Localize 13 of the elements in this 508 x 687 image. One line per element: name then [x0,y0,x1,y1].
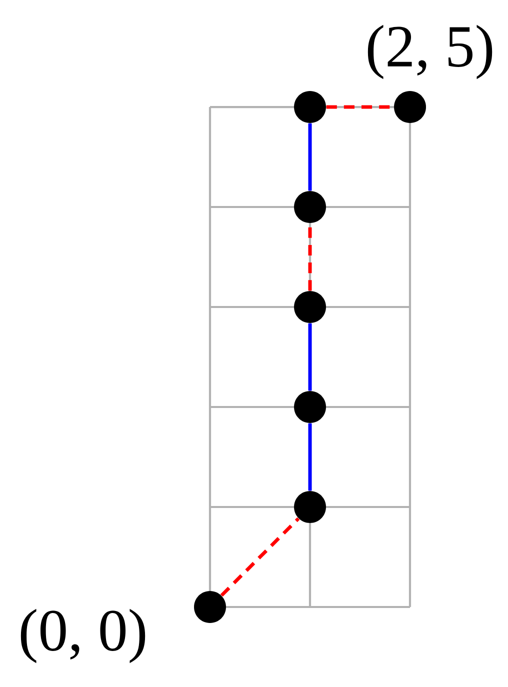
line [220,517,300,597]
dot [294,391,326,423]
line [308,123,312,191]
dot [294,291,326,323]
dot [194,591,226,623]
coordinate-label: (2, 5) [368,24,492,80]
line [308,323,312,391]
dot [294,91,326,123]
line [308,423,312,491]
dot [294,491,326,523]
dot [394,91,426,123]
coordinate-label: (0, 0) [20,608,146,664]
dot [294,191,326,223]
